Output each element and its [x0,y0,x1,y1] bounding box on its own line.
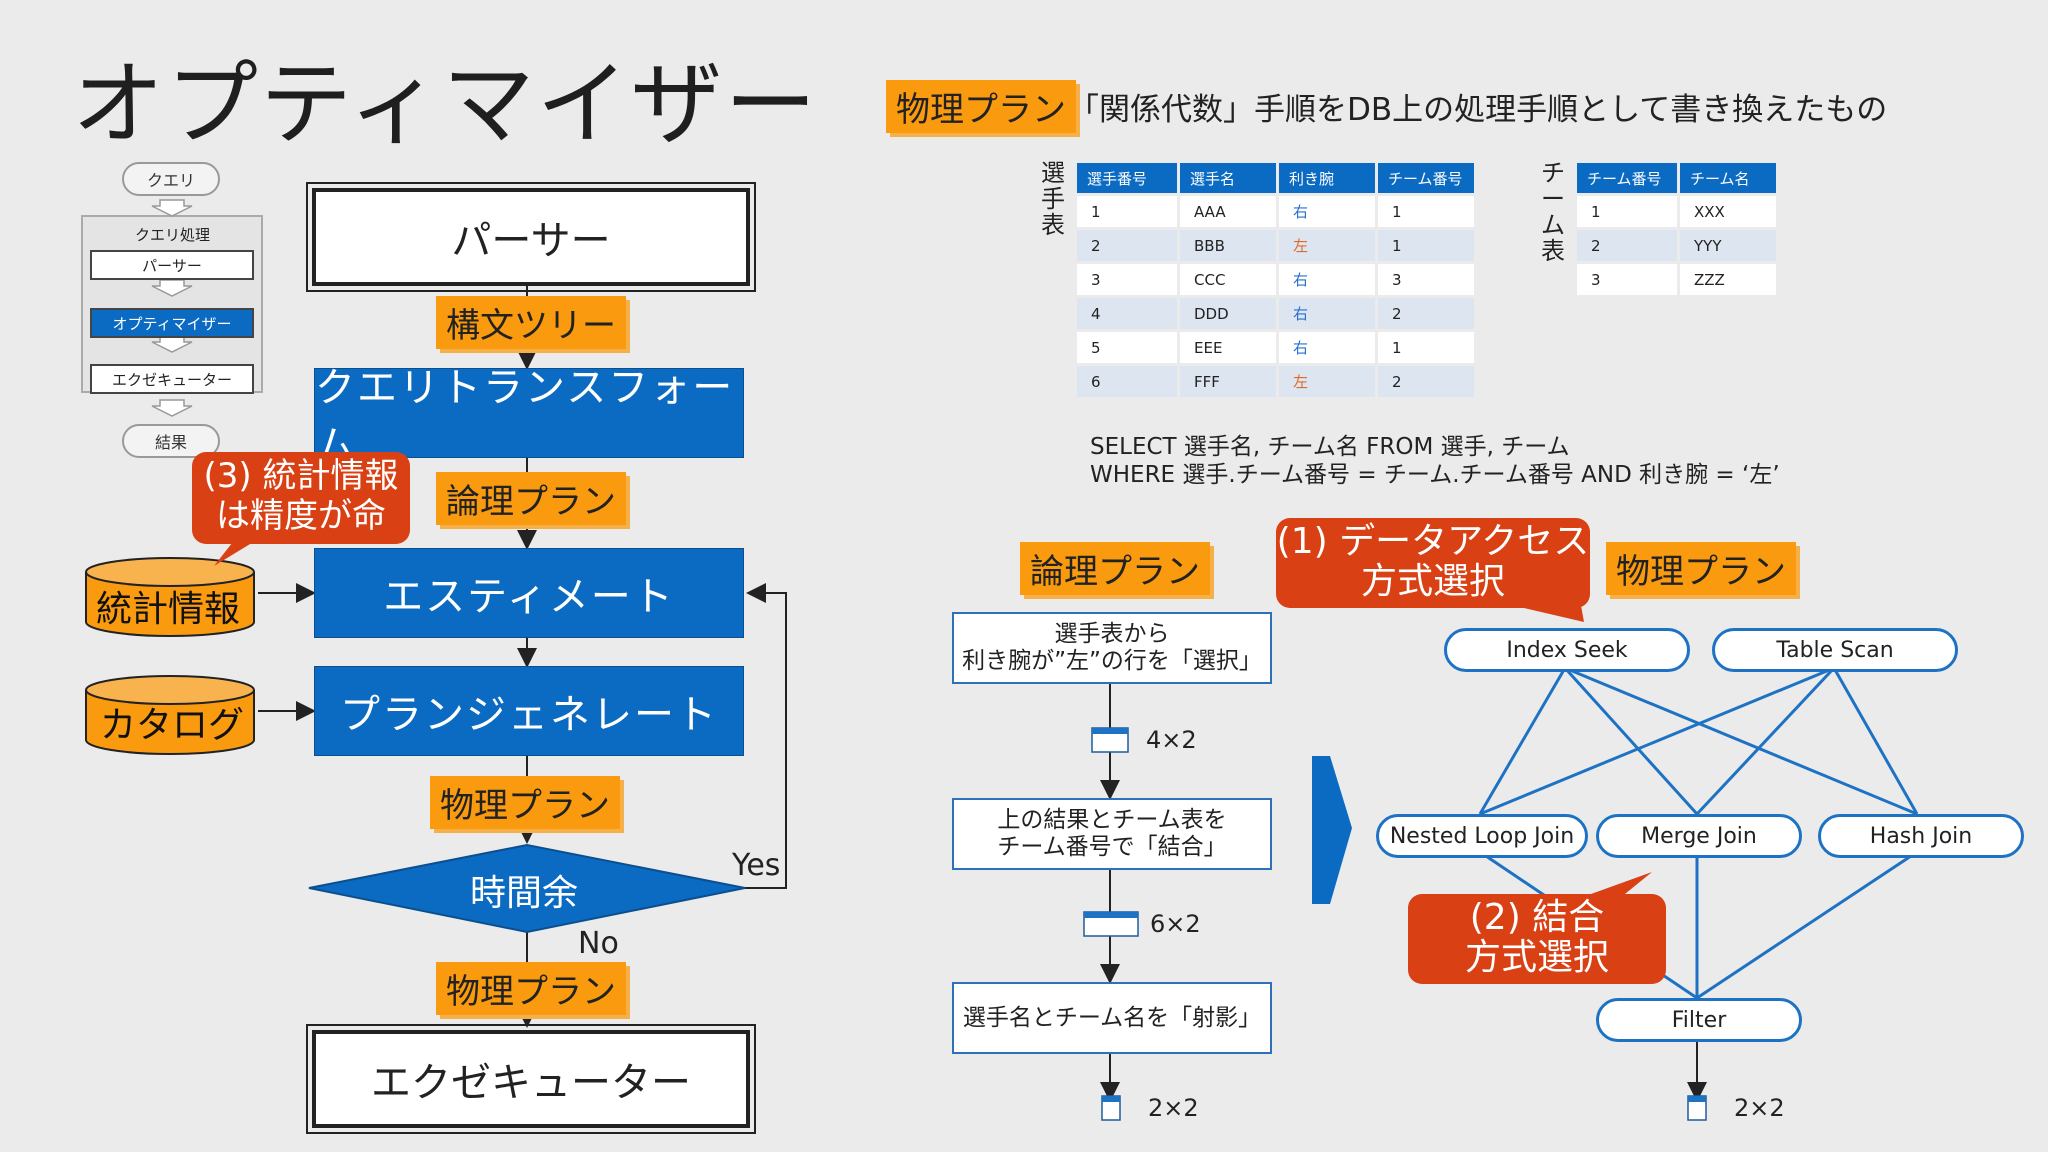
teams-table-label: チーム表 [1541,159,1565,265]
index-seek-node: Index Seek [1444,628,1690,672]
access-method-callout: (1) データアクセス 方式選択 [1276,518,1590,608]
row-count-2: 6×2 [1150,910,1201,938]
row-count-3: 2×2 [1148,1094,1199,1122]
physical-plan-tag: 物理プラン [1606,542,1796,595]
physical-plan-tag-flow-2: 物理プラン [436,962,626,1015]
filter-node: Filter [1596,998,1802,1042]
physical-plan-tag-flow: 物理プラン [430,776,620,829]
players-table-label: 選手表 [1041,159,1065,239]
stats-precision-callout: (3) 統計情報 は精度が命 [192,452,410,544]
players-header: 選手番号 [1077,163,1177,193]
hash-join-node: Hash Join [1818,814,2024,858]
parser-box: パーサー [306,182,756,292]
logical-plan-tag-flow: 論理プラン [436,472,626,525]
row-count-physical: 2×2 [1734,1094,1785,1122]
select-step-box: 選手表から 利き腕が”左”の行を「選択」 [952,612,1272,684]
header-description: 「関係代数」手順をDB上の処理手順として書き換えたもの [1068,92,1888,128]
nested-loop-join-node: Nested Loop Join [1376,814,1588,858]
mini-processing-label: クエリ処理 [134,226,210,244]
stats-cylinder: 統計情報 [96,589,241,630]
project-step-box: 選手名とチーム名を「射影」 [952,982,1272,1054]
merge-join-node: Merge Join [1596,814,1802,858]
players-header: 選手名 [1180,163,1276,193]
table-scan-node: Table Scan [1712,628,1958,672]
query-transform-box: クエリトランスフォーム [314,365,744,469]
players-header: チーム番号 [1378,163,1474,193]
teams-header: チーム番号 [1577,163,1677,193]
executor-box: エクゼキューター [306,1024,756,1134]
physical-plan-header-tag: 物理プラン [886,80,1076,133]
syntax-tree-tag: 構文ツリー [436,296,626,349]
logical-plan-tag: 論理プラン [1020,542,1210,595]
no-label: No [578,926,619,961]
join-step-box: 上の結果とチーム表を チーム番号で「結合」 [952,798,1272,870]
mini-parser-box: パーサー [90,250,254,280]
mini-query-pill: クエリ [122,162,220,196]
estimate-box: エスティメート [314,548,744,638]
sql-line-1: SELECT 選手名, チーム名 FROM 選手, チーム [1090,434,1570,460]
row-count-1: 4×2 [1146,726,1197,754]
mini-executor-box: エクゼキューター [90,364,254,394]
mini-flow: クエリ クエリ処理 パーサー オプティマイザー エクゼキューター 結果 [80,160,265,458]
players-header: 利き腕 [1279,163,1375,193]
yes-label: Yes [732,848,781,883]
join-method-callout: (2) 結合 方式選択 [1408,894,1666,984]
page-title: オプティマイザー [72,51,819,158]
sql-line-2: WHERE 選手.チーム番号 = チーム.チーム番号 AND 利き腕 = ‘左’ [1090,462,1780,488]
plan-generate-box: プランジェネレート [314,666,744,756]
teams-header: チーム名 [1680,163,1776,193]
time-left-decision: 時間余 [470,873,579,914]
catalog-cylinder: カタログ [100,705,245,746]
mini-flow-lines [81,199,263,417]
mini-optimizer-box: オプティマイザー [90,308,254,338]
